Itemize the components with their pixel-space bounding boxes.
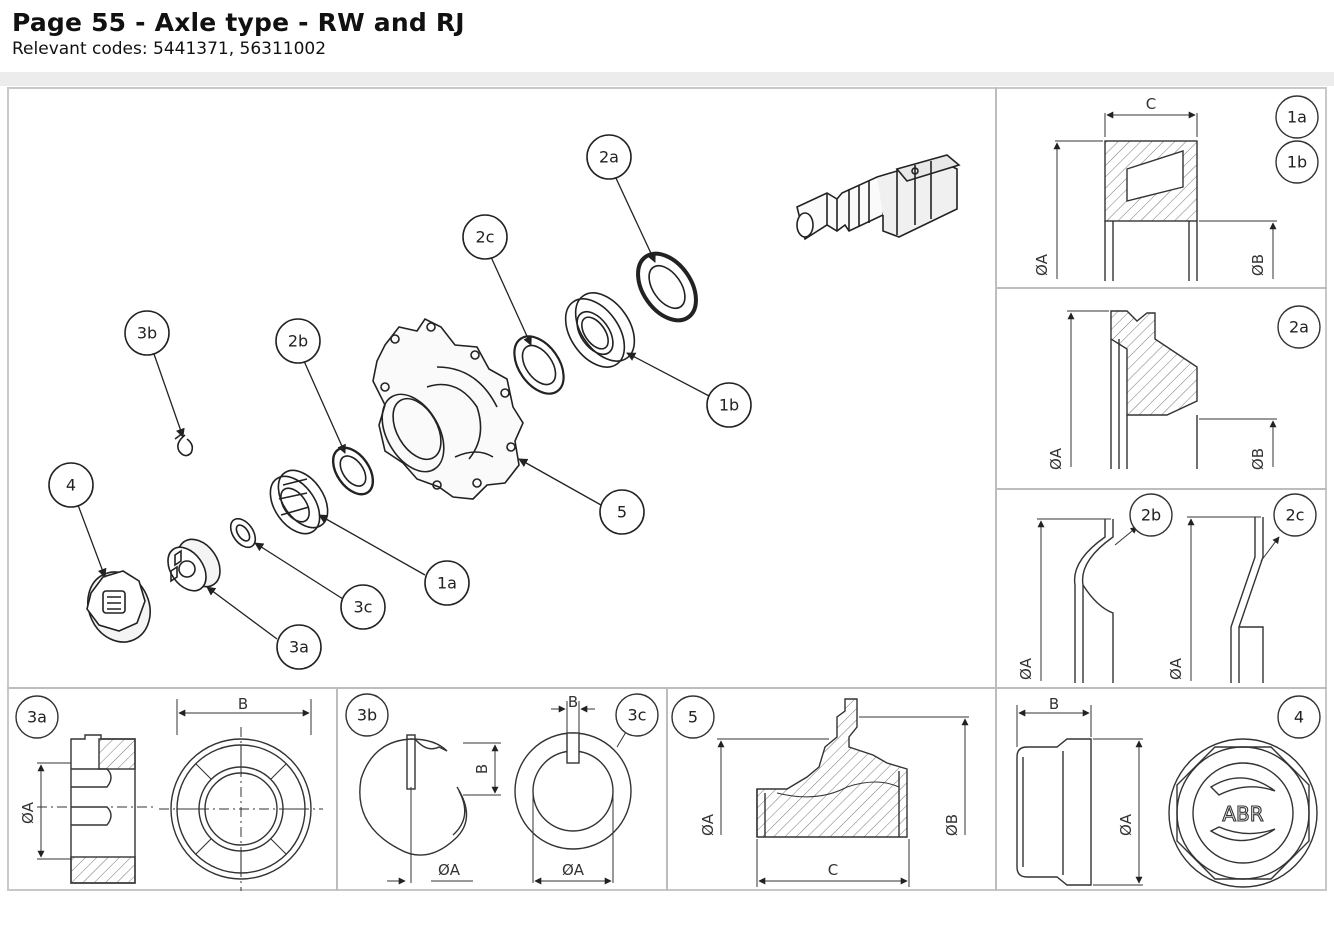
svg-text:2b: 2b: [288, 332, 308, 351]
callout-3c: 3c: [340, 584, 386, 630]
dim-3c-a: ØA: [562, 861, 585, 879]
abr-logo: ABR: [1222, 802, 1263, 826]
bearing-1a-part: [269, 469, 329, 535]
seal-2b-part: [331, 446, 375, 496]
parts-diagram: 2a 2c 1b 3b 2b 5 4 1a 3c 3a C ØA ØB 1a 1…: [7, 87, 1327, 891]
tag-3a: 3a: [27, 708, 47, 727]
dim-5-b: ØB: [943, 814, 961, 836]
dim-3b-a: ØA: [438, 861, 461, 879]
leader-lines: [77, 175, 712, 640]
dim-2c-a: ØA: [1167, 657, 1185, 680]
svg-text:4: 4: [66, 476, 76, 495]
svg-text:1a: 1a: [437, 574, 457, 593]
callout-3a: 3a: [276, 624, 322, 670]
dim-5-a: ØA: [699, 813, 717, 836]
page-title: Page 55 - Axle type - RW and RJ: [12, 8, 465, 37]
svg-text:5: 5: [617, 503, 627, 522]
dim-4-b: B: [1049, 695, 1059, 713]
tag-1a: 1a: [1287, 108, 1307, 127]
tag-2b: 2b: [1141, 506, 1161, 525]
tag-3c: 3c: [628, 706, 647, 725]
svg-text:1b: 1b: [719, 396, 739, 415]
dim-1ab-a: ØA: [1033, 253, 1051, 276]
dim-3a-a: ØA: [19, 801, 37, 824]
tag-1b: 1b: [1287, 153, 1307, 172]
header-divider: [0, 72, 1334, 86]
hub-5-part: [372, 317, 524, 500]
dim-2a-b: ØB: [1249, 448, 1267, 470]
callout-1a: 1a: [424, 560, 470, 606]
callout-3b: 3b: [124, 310, 170, 356]
callout-4: 4: [48, 462, 94, 508]
washer-3c-part: [229, 517, 257, 549]
callout-2c: 2c: [462, 214, 508, 260]
dim-3a-b: B: [238, 695, 248, 713]
callout-2a: 2a: [586, 134, 632, 180]
tag-2a: 2a: [1289, 318, 1309, 337]
tag-5: 5: [688, 708, 698, 727]
dim-1ab-b: ØB: [1249, 254, 1267, 276]
tag-4: 4: [1294, 708, 1304, 727]
cap-4-part: [86, 570, 151, 643]
dim-3b-b: B: [473, 764, 491, 774]
svg-text:2a: 2a: [599, 148, 619, 167]
callout-1b: 1b: [706, 382, 752, 428]
clip-3b-part: [174, 432, 194, 457]
svg-text:2c: 2c: [476, 228, 495, 247]
tag-2c: 2c: [1286, 506, 1305, 525]
detail-bearing-1ab: [1053, 95, 1319, 281]
dim-3c-b: B: [568, 693, 578, 711]
svg-text:3a: 3a: [289, 638, 309, 657]
detail-clip-3bc: [345, 693, 659, 885]
nut-3a-part: [167, 538, 221, 592]
detail-hub-5: [671, 695, 969, 887]
dim-1ab-c: C: [1146, 95, 1156, 113]
relevant-codes: Relevant codes: 5441371, 56311002: [12, 39, 327, 59]
page-header: Page 55 - Axle type - RW and RJ Relevant…: [0, 0, 1334, 72]
dim-4-a: ØA: [1117, 813, 1135, 836]
dim-5-c: C: [828, 861, 838, 879]
bearing-1b-part: [564, 292, 636, 368]
dim-2b-a: ØA: [1017, 657, 1035, 680]
svg-text:3b: 3b: [137, 324, 157, 343]
detail-nut-3a: [15, 695, 323, 891]
axle-stub-part: [796, 154, 961, 241]
callout-2b: 2b: [275, 318, 321, 364]
seal-2a-part: [636, 251, 698, 323]
seal-2c-part: [513, 335, 565, 395]
detail-seal-2bc: [1037, 493, 1317, 683]
callout-5: 5: [599, 489, 645, 535]
panel-grid: [7, 87, 1327, 891]
tag-3b: 3b: [357, 706, 377, 725]
detail-seal-2a: [1067, 305, 1321, 469]
dim-2a-a: ØA: [1047, 447, 1065, 470]
svg-text:3c: 3c: [354, 598, 373, 617]
detail-cap-4: [1016, 695, 1321, 888]
exploded-view: 2a 2c 1b 3b 2b 5 4 1a 3c 3a: [48, 134, 961, 670]
